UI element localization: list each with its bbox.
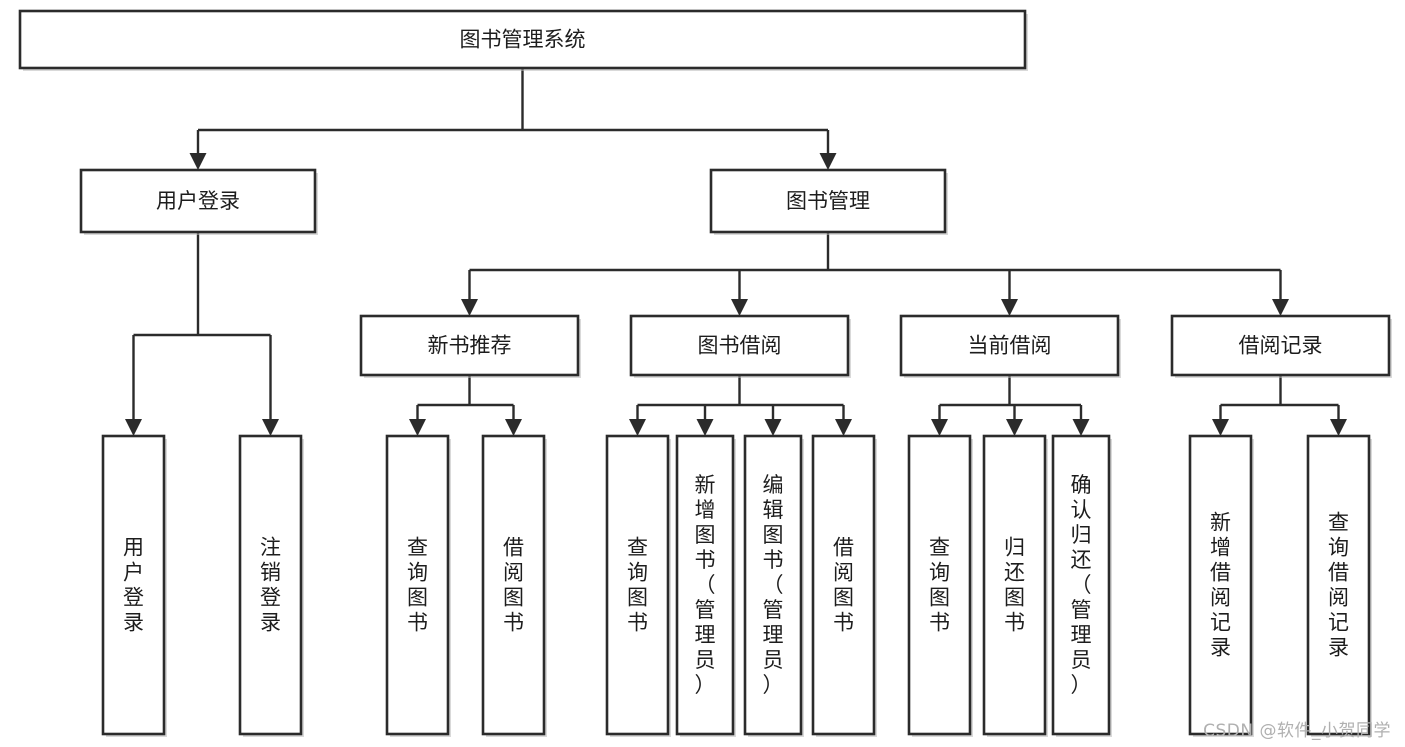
book-management-to-new-book-recommend-arrowhead [461,299,478,316]
borrow-records-to-leaf-query-record-arrowhead [1330,419,1347,436]
node-leaf-query-book-2[interactable]: 查询图书 [605,434,671,737]
node-label: 借阅图书 [833,536,854,635]
book-borrow-to-leaf-query-book-2-arrowhead [629,419,646,436]
node-book-management[interactable]: 图书管理 [709,168,948,235]
node-label: 图书管理系统 [460,28,586,52]
node-rect[interactable] [743,434,803,736]
node-rect[interactable] [629,314,850,377]
node-label: 借阅记录 [1239,334,1323,358]
node-rect[interactable] [811,434,876,736]
root-to-user-login-arrowhead [189,153,207,170]
node-rect[interactable] [359,314,580,377]
node-label: 当前借阅 [968,334,1052,358]
borrow-records-to-leaf-add-record-arrowhead [1212,419,1229,436]
node-leaf-user-login[interactable]: 用户登录 [101,434,167,737]
book-borrow-to-leaf-add-book-arrowhead [696,419,714,436]
node-rect[interactable] [481,434,546,736]
node-new-book-recommend[interactable]: 新书推荐 [359,314,581,378]
node-rect[interactable] [1188,434,1253,736]
node-rect[interactable] [101,434,166,736]
node-rect[interactable] [18,9,1027,70]
node-leaf-return-book[interactable]: 归还图书 [982,434,1048,737]
node-label: 归还图书 [1004,536,1025,635]
node-leaf-query-book-1[interactable]: 查询图书 [385,434,451,737]
node-rect[interactable] [1306,434,1371,736]
current-borrow-to-leaf-confirm-return-arrowhead [1072,419,1090,436]
current-borrow-to-leaf-return-book-arrowhead [1006,419,1023,436]
user-login-to-leaf-user-logout-arrowhead [262,419,279,436]
node-label: 图书借阅 [698,334,782,358]
node-book-borrow[interactable]: 图书借阅 [629,314,851,378]
connector-layer [125,68,1347,436]
user-login-to-leaf-user-login-arrowhead [125,419,142,436]
node-leaf-borrow-book-2[interactable]: 借阅图书 [811,434,877,737]
node-rect[interactable] [899,314,1120,377]
book-management-to-borrow-records-arrowhead [1272,299,1289,316]
node-current-borrow[interactable]: 当前借阅 [899,314,1121,378]
node-label: 新增图书（管理员） [695,473,716,697]
node-user-login[interactable]: 用户登录 [79,168,318,235]
book-borrow-to-leaf-borrow-book-2-arrowhead [835,419,852,436]
node-rect[interactable] [79,168,317,234]
node-rect[interactable] [709,168,947,234]
root-to-book-management-arrowhead [819,153,837,170]
node-rect[interactable] [982,434,1047,736]
node-leaf-query-record[interactable]: 查询借阅记录 [1306,434,1372,737]
node-label: 注销登录 [260,536,281,635]
node-borrow-records[interactable]: 借阅记录 [1170,314,1392,378]
node-label: 新书推荐 [428,334,512,358]
node-label: 用户登录 [123,536,144,635]
book-management-to-current-borrow-arrowhead [1001,299,1018,316]
node-layer: 图书管理系统用户登录用户登录注销登录图书管理新书推荐查询图书借阅图书图书借阅查询… [18,9,1392,737]
node-leaf-borrow-book-1[interactable]: 借阅图书 [481,434,547,737]
node-rect[interactable] [238,434,303,736]
watermark-label: CSDN @软件_小贺同学 [1203,721,1391,741]
node-rect[interactable] [1051,434,1111,736]
node-label: 借阅图书 [503,536,524,635]
book-management-to-book-borrow-arrowhead [731,299,748,316]
node-label: 新增借阅记录 [1210,511,1231,660]
node-rect[interactable] [1170,314,1391,377]
node-rect[interactable] [605,434,670,736]
node-leaf-edit-book[interactable]: 编辑图书（管理员） [743,434,804,737]
node-label: 查询图书 [929,536,950,635]
node-label: 查询借阅记录 [1328,511,1349,660]
node-label: 用户登录 [156,189,240,213]
node-leaf-add-book[interactable]: 新增图书（管理员） [675,434,736,737]
node-label: 编辑图书（管理员） [763,473,784,697]
node-leaf-user-logout[interactable]: 注销登录 [238,434,304,737]
node-leaf-confirm-return[interactable]: 确认归还（管理员） [1051,434,1112,737]
book-borrow-to-leaf-edit-book-arrowhead [764,419,782,436]
node-rect[interactable] [675,434,735,736]
new-book-recommend-to-leaf-query-book-1-arrowhead [409,419,426,436]
node-label: 查询图书 [627,536,648,635]
node-root[interactable]: 图书管理系统 [18,9,1028,71]
node-rect[interactable] [385,434,450,736]
node-leaf-add-record[interactable]: 新增借阅记录 [1188,434,1254,737]
node-label: 确认归还（管理员） [1071,473,1092,697]
node-label: 图书管理 [786,189,870,213]
node-leaf-query-book-3[interactable]: 查询图书 [907,434,973,737]
node-label: 查询图书 [407,536,428,635]
new-book-recommend-to-leaf-borrow-book-1-arrowhead [505,419,522,436]
node-rect[interactable] [907,434,972,736]
current-borrow-to-leaf-query-book-3-arrowhead [931,419,948,436]
